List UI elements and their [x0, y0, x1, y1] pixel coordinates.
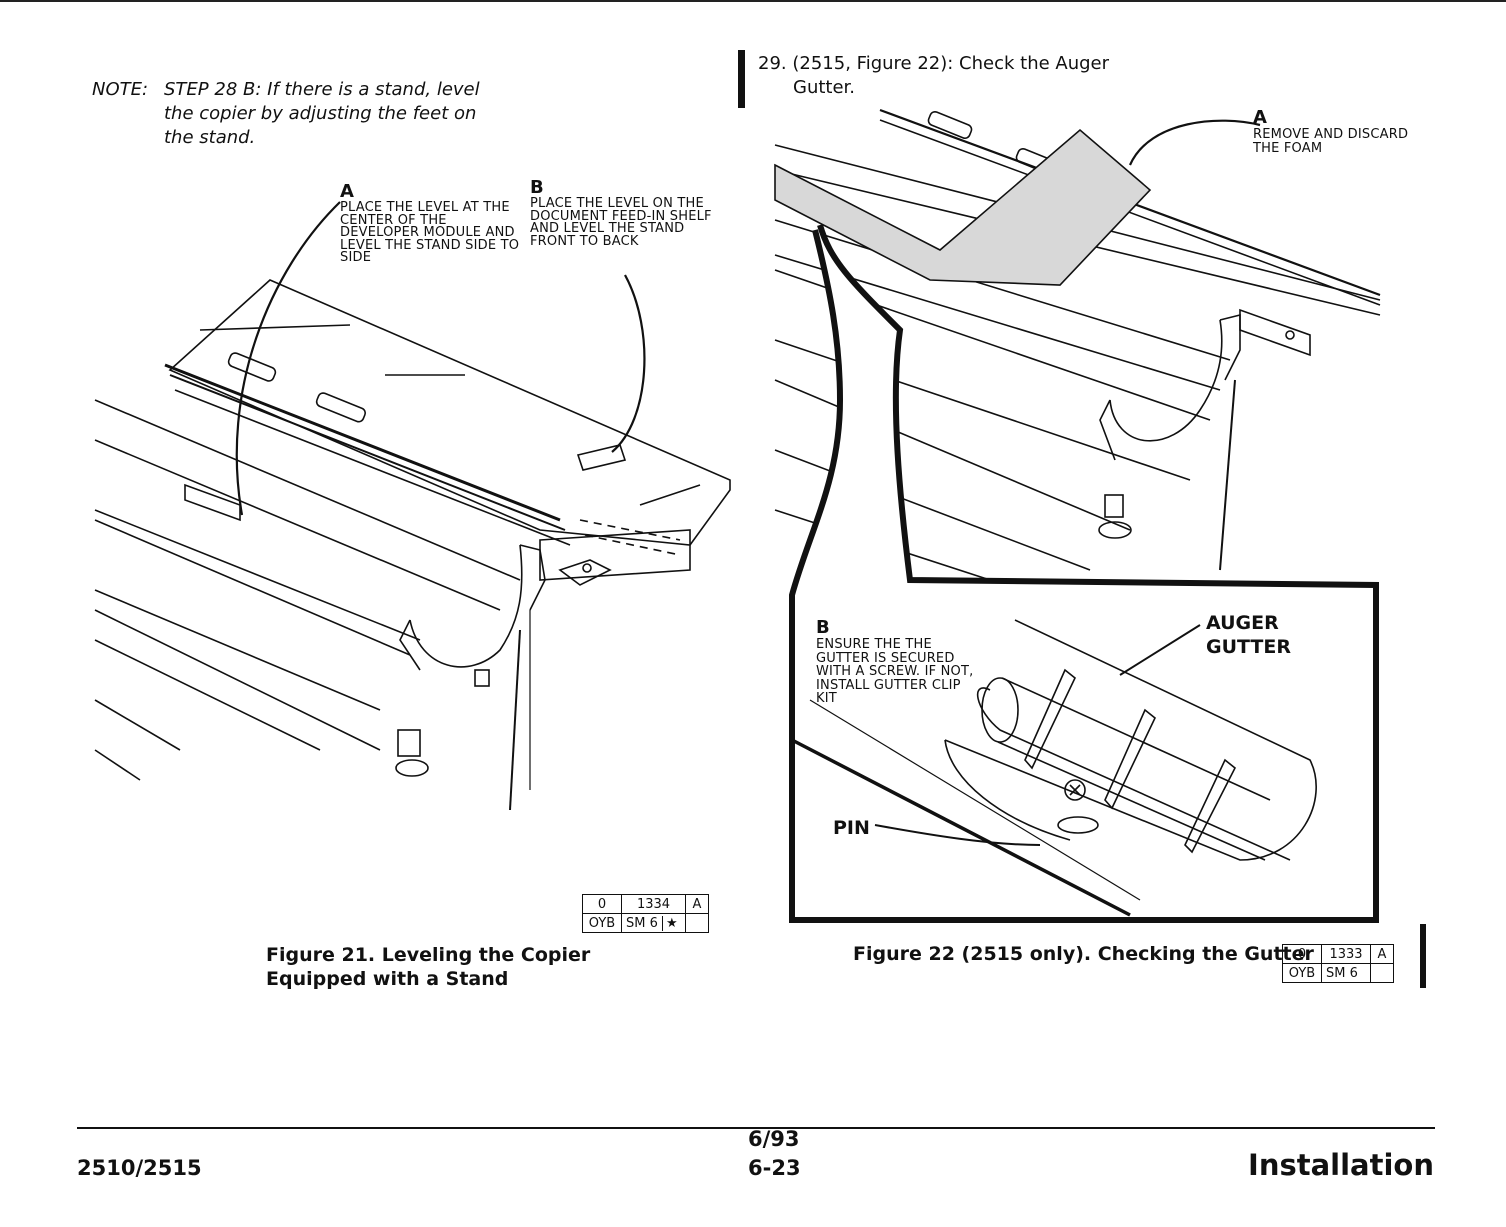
figure-21-caption: Figure 21. Leveling the Copier Equipped … — [266, 943, 590, 991]
footer-model: 2510/2515 — [77, 1156, 202, 1180]
callout-b-letter: B — [816, 617, 830, 638]
figure-22-callout-a: A REMOVE AND DISCARD THE FOAM — [1253, 108, 1413, 156]
figure-22-caption: Figure 22 (2515 only). Checking the Gutt… — [853, 943, 1314, 965]
figure-22-callout-b: B ENSURE THE THE GUTTER IS SECURED WITH … — [816, 618, 976, 706]
top-border — [0, 0, 1506, 2]
figure-22-code-box: 0 1333 A OYB SM 6 — [1282, 944, 1394, 983]
callout-a-letter: A — [340, 181, 355, 202]
code-cell-text: SM 6 — [626, 915, 658, 931]
note-label: NOTE: — [92, 79, 149, 100]
figure-21-callout-b: B PLACE THE LEVEL ON THE DOCUMENT FEED-I… — [530, 178, 730, 248]
step-number: 29. — [758, 53, 787, 74]
code-cell-with-star: SM 6 ★ — [621, 913, 686, 933]
code-cell: 0 — [1282, 944, 1322, 964]
caption-line2: Equipped with a Stand — [266, 968, 509, 990]
footer-page-number: 6-23 — [748, 1156, 801, 1180]
step-29-line1: (2515, Figure 22): Check the Auger — [792, 53, 1110, 74]
callout-b-letter: B — [530, 177, 544, 198]
footer-date: 6/93 — [748, 1127, 800, 1151]
code-cell — [685, 913, 709, 933]
figure-21-illustration — [94, 201, 731, 810]
code-cell: A — [1370, 944, 1394, 964]
code-cell: 1333 — [1321, 944, 1371, 964]
code-cell: 1334 — [621, 894, 686, 914]
caption-line1: Figure 21. Leveling the Copier — [266, 944, 591, 966]
code-cell: OYB — [1282, 963, 1322, 983]
change-bar — [738, 50, 745, 108]
star-icon: ★ — [662, 915, 678, 931]
pin-label: PIN — [833, 817, 870, 839]
callout-a-letter: A — [1253, 107, 1268, 128]
code-cell: A — [685, 894, 709, 914]
footer-section: Installation — [1248, 1148, 1434, 1182]
code-cell — [1370, 963, 1394, 983]
auger-label-line2: GUTTER — [1206, 636, 1291, 658]
code-cell: SM 6 — [1321, 963, 1371, 983]
code-cell: 0 — [582, 894, 622, 914]
figure-21-callout-a: A PLACE THE LEVEL AT THE CENTER OF THE D… — [340, 182, 525, 265]
footer-rule — [77, 1127, 1435, 1129]
note-text: STEP 28 B: If there is a stand, level th… — [164, 79, 480, 148]
callout-b-text: ENSURE THE THE GUTTER IS SECURED WITH A … — [816, 637, 974, 706]
code-cell: OYB — [582, 913, 622, 933]
auger-gutter-label: AUGER GUTTER — [1206, 611, 1291, 659]
auger-label-line1: AUGER — [1206, 612, 1279, 634]
step-29-line2: Gutter. — [793, 77, 856, 98]
figure-21-code-box: 0 1334 A OYB SM 6 ★ — [582, 894, 709, 933]
change-bar — [1420, 924, 1426, 988]
callout-a-text: PLACE THE LEVEL AT THE CENTER OF THE DEV… — [340, 200, 520, 265]
callout-b-text: PLACE THE LEVEL ON THE DOCUMENT FEED-IN … — [530, 196, 712, 249]
callout-a-text: REMOVE AND DISCARD THE FOAM — [1253, 127, 1409, 156]
figure-22-illustration — [774, 108, 1381, 923]
step-29: 29. (2515, Figure 22): Check the Auger G… — [758, 52, 1138, 100]
